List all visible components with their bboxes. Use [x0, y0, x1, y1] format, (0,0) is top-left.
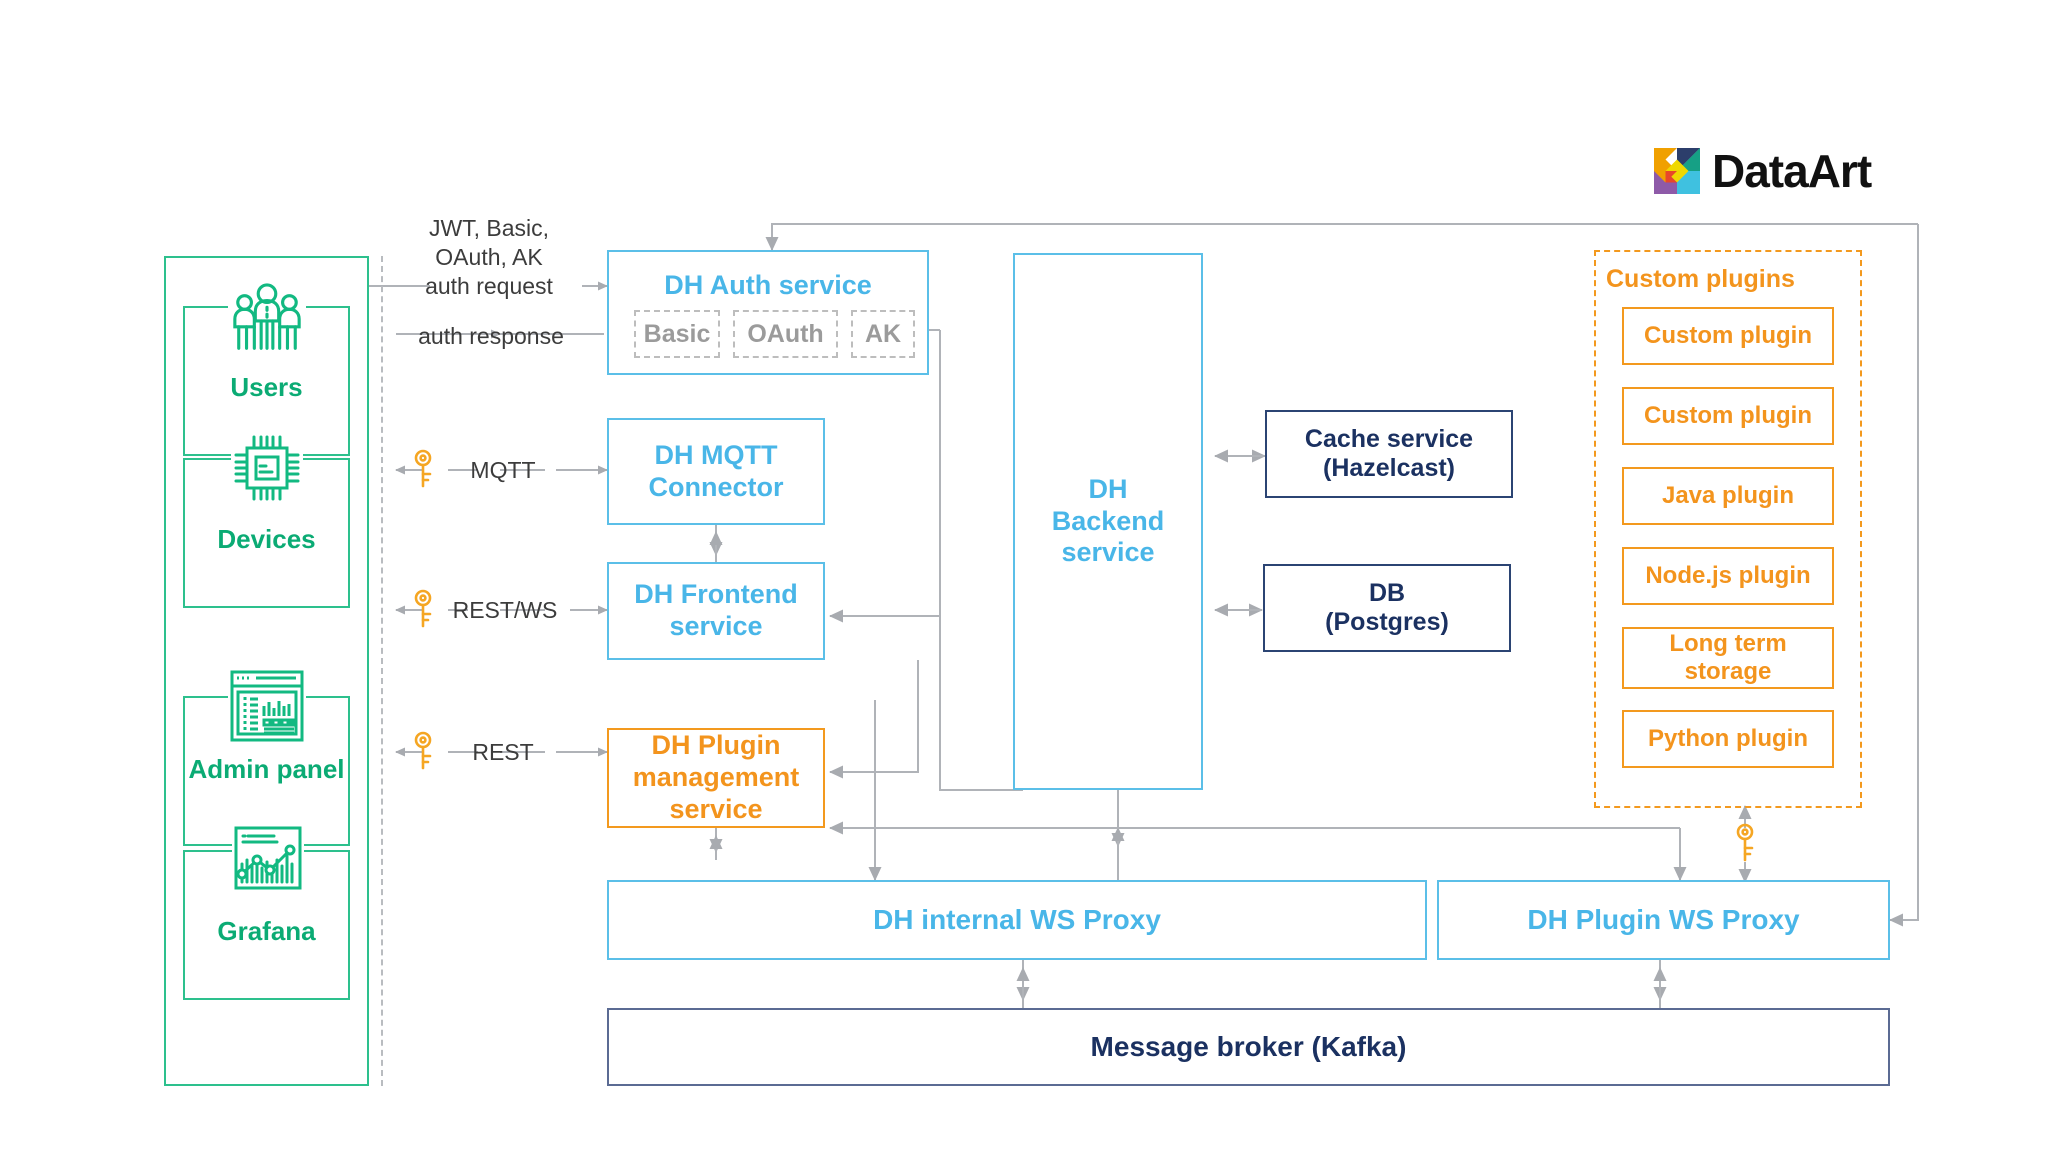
auth-method-oauth[interactable]: OAuth [733, 310, 838, 358]
key-icon-plugin-link [1732, 822, 1758, 866]
auth-method-ak[interactable]: AK [851, 310, 915, 358]
channel-label-rest-ws: REST/WS [452, 597, 558, 623]
custom-plugins-title: Custom plugins [1606, 265, 1795, 293]
dataart-logo: DataArt [1654, 145, 1944, 197]
service-box-backend[interactable]: DH Backend service [1013, 253, 1203, 790]
plugin-box-python[interactable]: Python plugin [1622, 710, 1834, 768]
dashboard-window-icon [228, 668, 306, 744]
plugin-box-long-term-storage[interactable]: Long term storage [1622, 627, 1834, 689]
service-box-cache[interactable]: Cache service (Hazelcast) [1265, 410, 1513, 498]
users-group-icon [228, 282, 306, 358]
channel-label-auth-request: JWT, Basic, OAuth, AK auth request [425, 215, 553, 299]
microchip-icon [231, 432, 303, 504]
service-box-frontend[interactable]: DH Frontend service [607, 562, 825, 660]
service-box-internal-ws-proxy[interactable]: DH internal WS Proxy [607, 880, 1427, 960]
key-icon-rest-ws [410, 588, 436, 632]
key-icon-rest [410, 730, 436, 774]
channel-label-auth-response: auth response [418, 323, 564, 349]
client-label: Devices [217, 524, 316, 554]
service-box-db[interactable]: DB (Postgres) [1263, 564, 1511, 652]
service-box-plugin-ws-proxy[interactable]: DH Plugin WS Proxy [1437, 880, 1890, 960]
clients-boundary-divider [381, 256, 383, 1086]
plugin-box-java[interactable]: Java plugin [1622, 467, 1834, 525]
client-label: Grafana [217, 916, 316, 946]
dataart-mosaic-logo-icon [1654, 148, 1700, 194]
service-box-message-broker[interactable]: Message broker (Kafka) [607, 1008, 1890, 1086]
key-icon-mqtt [410, 448, 436, 492]
plugin-box-nodejs[interactable]: Node.js plugin [1622, 547, 1834, 605]
brand-name: DataArt [1712, 145, 1872, 197]
custom-plugins-panel [1594, 250, 1862, 808]
clients-frame [164, 256, 369, 1086]
plugin-box-custom-1[interactable]: Custom plugin [1622, 307, 1834, 365]
plugin-box-custom-2[interactable]: Custom plugin [1622, 387, 1834, 445]
service-box-plugin-management[interactable]: DH Plugin management service [607, 728, 825, 828]
client-label: Admin panel [188, 754, 345, 784]
service-title: DH Auth service [664, 270, 872, 300]
auth-method-basic[interactable]: Basic [634, 310, 720, 358]
channel-label-mqtt: MQTT [470, 457, 536, 483]
client-label: Users [230, 372, 303, 402]
analytics-chart-icon [232, 824, 304, 896]
channel-label-rest: REST [472, 739, 534, 765]
service-box-mqtt-connector[interactable]: DH MQTT Connector [607, 418, 825, 525]
